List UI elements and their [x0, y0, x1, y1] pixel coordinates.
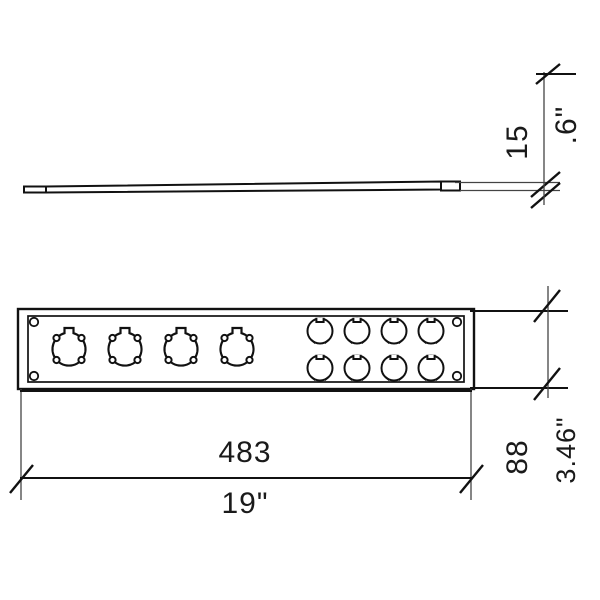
d-series-notch: [434, 376, 441, 381]
profile-break-tick-1: [530, 171, 561, 198]
d-series-tab: [315, 354, 325, 360]
width-dimension: 483 19": [9, 389, 484, 520]
xlr-cutout: [219, 326, 255, 367]
d-series-tab: [352, 354, 362, 360]
xlr-screw-hole: [108, 333, 117, 343]
d-series-notch: [360, 339, 367, 344]
xlr-cutout: [51, 326, 87, 367]
width-tick-right: [459, 464, 484, 494]
d-series-notch: [347, 376, 354, 381]
d-series-tab: [426, 354, 436, 360]
xlr-screw-hole: [77, 355, 86, 365]
xlr-cutout: [107, 326, 143, 367]
d-series-notch: [310, 376, 317, 381]
xlr-screw-hole: [189, 355, 198, 365]
xlr-screw-hole: [164, 355, 173, 365]
height-mm-label: 88: [501, 439, 534, 474]
xlr-screw-hole: [245, 333, 254, 343]
xlr-screw-hole: [220, 355, 229, 365]
corner-mounting-hole: [451, 370, 463, 382]
d-series-notch: [421, 376, 428, 381]
d-series-cutout: [417, 354, 445, 382]
d-series-notch: [323, 339, 330, 344]
d-series-notch: [323, 376, 330, 381]
xlr-screw-hole: [133, 355, 142, 365]
d-series-cutout: [306, 317, 334, 345]
thickness-top-tick: [535, 63, 561, 85]
corner-mounting-hole: [28, 316, 40, 328]
height-tick-top: [533, 289, 561, 323]
corner-mounting-hole: [28, 370, 40, 382]
d-series-cutout: [343, 354, 371, 382]
xlr-screw-hole: [189, 333, 198, 343]
xlr-cutout: [163, 326, 199, 367]
d-series-notch: [434, 339, 441, 344]
d-series-notch: [360, 376, 367, 381]
thickness-in-label: .6": [550, 106, 583, 145]
height-tick-bottom: [533, 367, 561, 401]
panel-outer-outline: [16, 307, 476, 391]
d-series-cutout: [417, 317, 445, 345]
width-in-label: 19": [221, 487, 268, 520]
d-series-notch: [397, 376, 404, 381]
d-series-tab: [315, 317, 325, 323]
d-series-cutout: [343, 317, 371, 345]
d-series-tab: [426, 317, 436, 323]
d-series-cutout: [380, 317, 408, 345]
corner-mounting-hole: [451, 316, 463, 328]
d-series-notch: [384, 339, 391, 344]
d-series-cutout: [306, 354, 334, 382]
d-series-notch: [310, 339, 317, 344]
xlr-screw-hole: [245, 355, 254, 365]
xlr-screw-hole: [220, 333, 229, 343]
d-series-notch: [384, 376, 391, 381]
thickness-dimension: 15 .6": [501, 63, 583, 205]
xlr-screw-hole: [77, 333, 86, 343]
xlr-screw-hole: [52, 333, 61, 343]
width-mm-label: 483: [218, 436, 271, 469]
d-series-notch: [421, 339, 428, 344]
d-series-tab: [389, 354, 399, 360]
xlr-screw-hole: [52, 355, 61, 365]
front-view: [16, 307, 476, 391]
edge-profile-view: [23, 171, 561, 209]
profile-left-flange: [23, 185, 47, 194]
d-series-notch: [347, 339, 354, 344]
height-in-label: 3.46": [551, 416, 581, 483]
height-dimension: 88 3.46": [470, 286, 581, 484]
d-series-cutout: [380, 354, 408, 382]
d-series-tab: [352, 317, 362, 323]
xlr-screw-hole: [164, 333, 173, 343]
xlr-screw-hole: [108, 355, 117, 365]
d-series-notch: [397, 339, 404, 344]
d-series-cutout-group: [306, 317, 445, 382]
width-tick-left: [9, 464, 34, 494]
d-series-tab: [389, 317, 399, 323]
thickness-mm-label: 15: [501, 124, 534, 159]
corner-mounting-holes: [28, 316, 463, 382]
xlr-screw-hole: [133, 333, 142, 343]
xlr-cutout-group: [51, 326, 255, 367]
profile-break-tick-2: [530, 182, 561, 209]
profile-body: [45, 180, 442, 194]
